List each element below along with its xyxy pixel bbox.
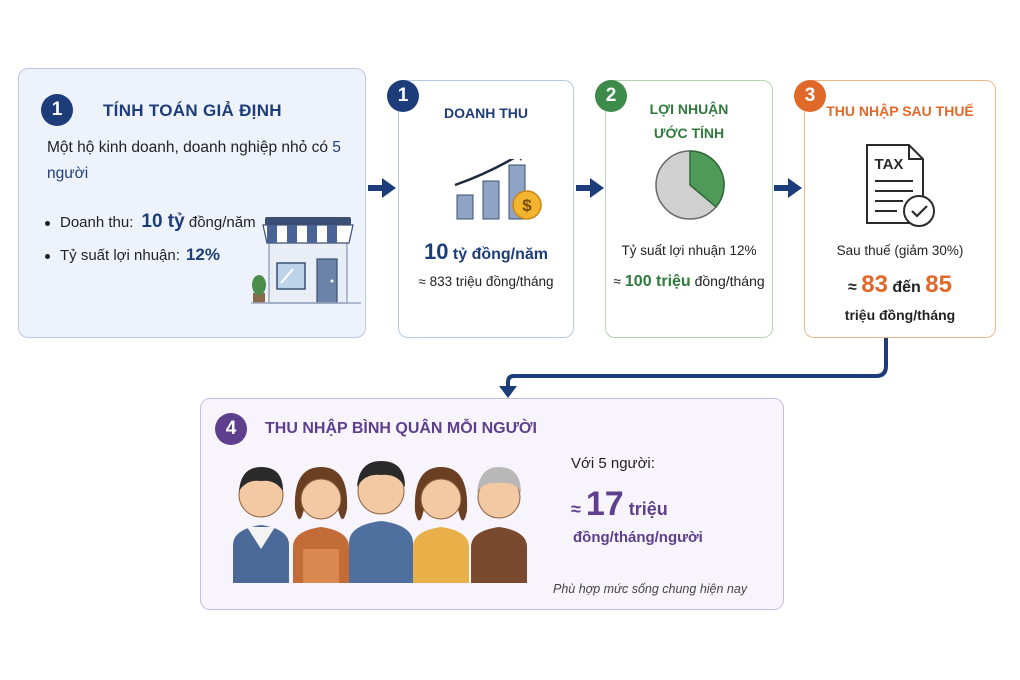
growth-chart-icon: $ (454, 159, 542, 220)
profit-title-line: LỢI NHUẬN (649, 101, 729, 117)
person-icon (293, 467, 349, 583)
person-icon (349, 461, 413, 583)
after-tax-note: Sau thuế (giảm 30%) (836, 243, 964, 258)
shop-icon (251, 217, 361, 304)
tax-icon-label: TAX (875, 156, 904, 173)
profit-rate: Tỷ suất lợi nhuận 12% (621, 243, 757, 258)
assumption-card: 1 TÍNH TOÁN GIẢ ĐỊNH Một hộ kinh doanh, … (18, 68, 366, 338)
per-person-unit: đồng/tháng/người (573, 529, 703, 546)
person-icon (413, 467, 469, 583)
right-arrow-icon (576, 178, 604, 198)
range-from: 83 (861, 271, 888, 298)
step-badge: 3 (794, 80, 826, 112)
range-to: 85 (925, 271, 952, 298)
revenue-bullet: Doanh thu: 10 tỷ đồng/năm (45, 211, 256, 233)
per-person-value-unit: triệu (623, 499, 668, 519)
after-tax-card: 3 THU NHẬP SAU THUẾ TAX Sau thuế (giảm 3… (794, 80, 996, 338)
revenue-unit: tỷ đồng/năm (452, 246, 549, 263)
per-person-value: ≈ 17 triệu (571, 485, 668, 524)
per-person-card: 4 THU NHẬP BÌNH QUÂN MỖI NGƯỜI (200, 398, 784, 610)
bullet-dot (45, 220, 50, 226)
rate-label: Tỷ suất lợi nhuận: (60, 247, 180, 264)
after-tax-range: ≈ 83 đến 85 (805, 271, 995, 299)
revenue-unit: đồng/năm (188, 214, 256, 231)
revenue-number: 10 (423, 239, 449, 264)
step-badge: 1 (387, 80, 419, 112)
right-arrow-icon (368, 178, 396, 198)
revenue-title: DOANH THU (444, 105, 528, 121)
profit-title-line: ƯỚC TÍNH (653, 125, 725, 141)
person-icon (233, 467, 289, 583)
revenue-label: Doanh thu: (60, 214, 134, 231)
profit-unit: đồng/tháng (690, 273, 765, 289)
profit-title: LỢI NHUẬN ƯỚC TÍNH (606, 97, 772, 145)
after-tax-title: THU NHẬP SAU THUẾ (826, 103, 974, 119)
revenue-value: 10 tỷ (141, 211, 185, 232)
step-badge: 2 (595, 80, 627, 112)
right-arrow-icon (774, 178, 802, 198)
description-text: Một hộ kinh doanh, doanh nghiệp nhỏ có (47, 139, 333, 156)
step-badge: 1 (41, 94, 73, 126)
assumption-title: TÍNH TOÁN GIẢ ĐỊNH (103, 101, 282, 120)
down-connector-arrow (499, 338, 888, 398)
approx-sign: ≈ (571, 499, 586, 519)
approx-sign: ≈ (613, 273, 625, 289)
assumption-description: Một hộ kinh doanh, doanh nghiệp nhỏ có 5… (47, 135, 347, 187)
family-group-icon (233, 461, 527, 583)
description-highlight: 5 người (47, 139, 341, 182)
after-tax-unit: triệu đồng/tháng (844, 307, 956, 323)
svg-text:$: $ (522, 196, 532, 215)
revenue-monthly: ≈ 833 triệu đồng/tháng (418, 274, 554, 289)
per-person-with: Với 5 người: (571, 455, 655, 472)
person-icon (471, 467, 527, 583)
pie-chart-icon (655, 150, 725, 220)
profit-number: 100 triệu (624, 273, 691, 290)
range-to-word: đến (887, 279, 926, 296)
revenue-main-value: 10 tỷ đồng/năm (399, 239, 573, 265)
rate-bullet: Tỷ suất lợi nhuận: 12% (45, 245, 220, 265)
profit-value: ≈ 100 triệu đồng/tháng (606, 273, 772, 291)
profit-card: 2 LỢI NHUẬN ƯỚC TÍNH Tỷ suất lợi nhuận 1… (595, 80, 773, 338)
tax-document-icon: TAX (866, 144, 935, 227)
bullet-dot (45, 253, 50, 259)
per-person-title: THU NHẬP BÌNH QUÂN MỖI NGƯỜI (265, 420, 537, 437)
rate-value: 12% (185, 245, 220, 264)
step-badge: 4 (215, 413, 247, 445)
per-person-note: Phù hợp mức sống chung hiện nay (553, 582, 748, 596)
per-person-number: 17 (585, 485, 624, 523)
revenue-card: 1 DOANH THU $ 10 tỷ đồng/năm ≈ 833 triệu… (387, 80, 574, 338)
approx-sign: ≈ (848, 279, 862, 296)
